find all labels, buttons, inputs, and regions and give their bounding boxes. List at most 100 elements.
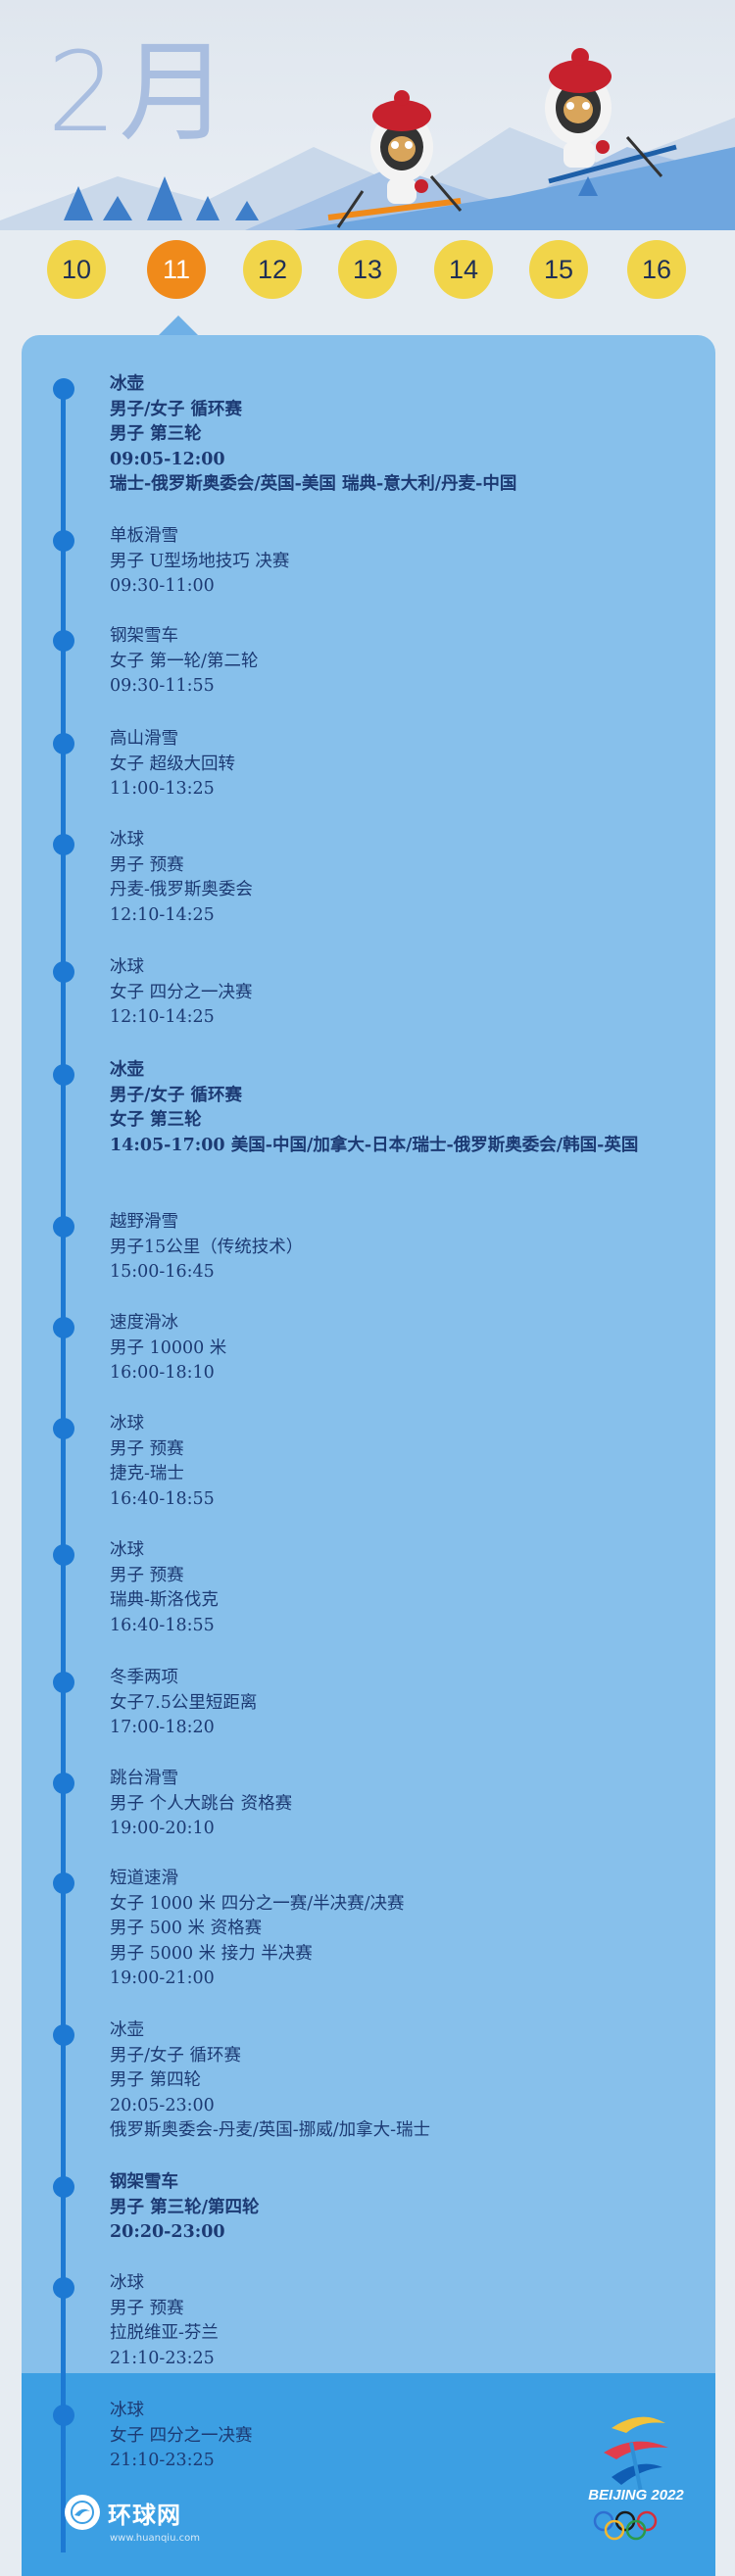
day-tab-16[interactable]: 16 <box>627 240 686 299</box>
event-detail-line: 女子 超级大回转 <box>110 753 236 774</box>
timeline-dot <box>53 378 74 400</box>
event-detail-line: 男子 预赛 <box>110 854 184 875</box>
event-detail-line: 女子 1000 米 四分之一赛/半决赛/决赛 <box>110 1893 405 1914</box>
event-detail-line: 男子 第四轮 <box>110 2070 202 2090</box>
event-detail-line: 丹麦-俄罗斯奥委会 <box>110 880 253 899</box>
event-text: 速度滑冰男子 10000 米 16:00-18:10 <box>110 1311 698 1386</box>
event-sport: 高山滑雪 <box>110 729 178 749</box>
publisher-logo: 环球网 <box>65 2493 280 2532</box>
event-detail-line: 男子 预赛 <box>110 2298 184 2318</box>
mascot-right-icon <box>545 48 677 184</box>
event-detail-line: 09:05-12:00 <box>110 449 225 469</box>
event-detail-line: 09:30-11:00 <box>110 576 215 596</box>
mascot-left-icon <box>327 90 463 228</box>
event-detail-line: 男子 第三轮 <box>110 424 202 444</box>
event-detail-line: 20:20-23:00 <box>110 2222 225 2242</box>
event-detail-line: 女子 四分之一决赛 <box>110 2425 253 2446</box>
event-detail-line: 21:10-23:25 <box>110 2451 215 2470</box>
event-detail-line: 女子 四分之一决赛 <box>110 982 253 1002</box>
event-detail-line: 瑞典-斯洛伐克 <box>110 1590 219 1610</box>
beijing-2022-logo-icon <box>593 2416 668 2541</box>
event-sport: 越野滑雪 <box>110 1212 178 1232</box>
event-sport: 单板滑雪 <box>110 526 178 546</box>
event-detail-line: 16:40-18:55 <box>110 1615 215 1635</box>
month-title: 2月 <box>47 29 231 157</box>
publisher-url: www.huanqiu.com <box>110 2533 200 2544</box>
event-sport: 冬季两项 <box>110 1668 178 1687</box>
event-text: 高山滑雪女子 超级大回转 11:00-13:25 <box>110 727 698 802</box>
timeline-dot <box>53 834 74 855</box>
event-detail-line: 捷克-瑞士 <box>110 1464 184 1483</box>
event-sport: 冰球 <box>110 2273 144 2293</box>
timeline-dot <box>53 2405 74 2426</box>
event-sport: 冰球 <box>110 830 144 850</box>
timeline-dot <box>53 2277 74 2299</box>
event-detail-line: 15:00-16:45 <box>110 1262 215 1282</box>
timeline-dot <box>53 1216 74 1238</box>
event-detail-line: 19:00-21:00 <box>110 1968 215 1988</box>
event-sport: 钢架雪车 <box>110 626 178 646</box>
beijing-2022-text: BEIJING 2022 <box>588 2487 684 2503</box>
event-detail-line: 19:00-20:10 <box>110 1819 215 1838</box>
event-sport: 钢架雪车 <box>110 2172 178 2192</box>
event-sport: 冰球 <box>110 2401 144 2420</box>
event-detail-line: 男子 500 米 资格赛 <box>110 1919 263 1938</box>
event-detail-line: 21:10-23:25 <box>110 2348 215 2368</box>
day-tab-13[interactable]: 13 <box>338 240 397 299</box>
event-detail-line: 男子 个人大跳台 资格赛 <box>110 1793 293 1814</box>
timeline-dot <box>53 1544 74 1566</box>
timeline-dot <box>53 530 74 552</box>
event-text: 单板滑雪男子 U型场地技巧 决赛 09:30-11:00 <box>110 524 698 600</box>
event-text: 冰球男子 预赛丹麦-俄罗斯奥委会 12:10-14:25 <box>110 828 698 928</box>
day-tab-14[interactable]: 14 <box>434 240 493 299</box>
event-sport: 冰壶 <box>110 374 144 394</box>
event-detail-line: 男子15公里（传统技术） <box>110 1237 304 1257</box>
event-text: 越野滑雪男子15公里（传统技术） 15:00-16:45 <box>110 1210 698 1286</box>
event-detail-line: 16:00-18:10 <box>110 1363 215 1383</box>
day-tab-11[interactable]: 11 <box>147 240 206 299</box>
event-text: 跳台滑雪男子 个人大跳台 资格赛 19:00-20:10 <box>110 1767 698 1842</box>
active-day-pointer <box>157 316 200 337</box>
event-sport: 短道速滑 <box>110 1869 178 1888</box>
timeline-dot <box>53 2176 74 2198</box>
day-tab-10[interactable]: 10 <box>47 240 106 299</box>
publisher-mark-icon <box>65 2495 100 2530</box>
event-detail-line: 09:30-11:55 <box>110 676 215 696</box>
event-detail-line: 女子 第一轮/第二轮 <box>110 651 259 671</box>
event-detail-line: 男子 预赛 <box>110 1565 184 1585</box>
event-sport: 冰壶 <box>110 2020 144 2040</box>
event-detail-line: 20:05-23:00 <box>110 2095 215 2115</box>
event-detail-line: 12:10-14:25 <box>110 904 215 925</box>
publisher-name: 环球网 <box>108 2501 181 2529</box>
day-selector: 10 11 12 13 14 15 16 <box>0 240 735 299</box>
timeline-dot <box>53 1064 74 1086</box>
event-text: 冰球女子 四分之一决赛 21:10-23:25 <box>110 2399 698 2474</box>
mascot-ski-scene <box>0 48 735 230</box>
day-tab-12[interactable]: 12 <box>243 240 302 299</box>
day-tab-15[interactable]: 15 <box>529 240 588 299</box>
schedule-panel-footer <box>22 2373 715 2576</box>
event-detail-line: 11:00-13:25 <box>110 779 215 799</box>
event-detail-line: 男子 10000 米 <box>110 1337 227 1358</box>
timeline-dot <box>53 1418 74 1439</box>
event-text: 钢架雪车女子 第一轮/第二轮 09:30-11:55 <box>110 624 698 700</box>
event-text: 短道速滑女子 1000 米 四分之一赛/半决赛/决赛男子 500 米 资格赛男子… <box>110 1867 698 1992</box>
event-sport: 跳台滑雪 <box>110 1769 178 1788</box>
event-detail-line: 男子 U型场地技巧 决赛 <box>110 551 290 571</box>
timeline-dot <box>53 1872 74 1894</box>
event-detail-line: 16:40-18:55 <box>110 1488 215 1509</box>
timeline-dot <box>53 630 74 652</box>
event-sport: 冰球 <box>110 957 144 977</box>
event-detail-line: 俄罗斯奥委会-丹麦/英国-挪威/加拿大-瑞士 <box>110 2120 431 2140</box>
event-sport: 冰壶 <box>110 1060 144 1080</box>
timeline-dot <box>53 1317 74 1338</box>
event-sport: 速度滑冰 <box>110 1313 178 1333</box>
header-banner: 2月 <box>0 0 735 230</box>
schedule-panel <box>22 335 715 2569</box>
